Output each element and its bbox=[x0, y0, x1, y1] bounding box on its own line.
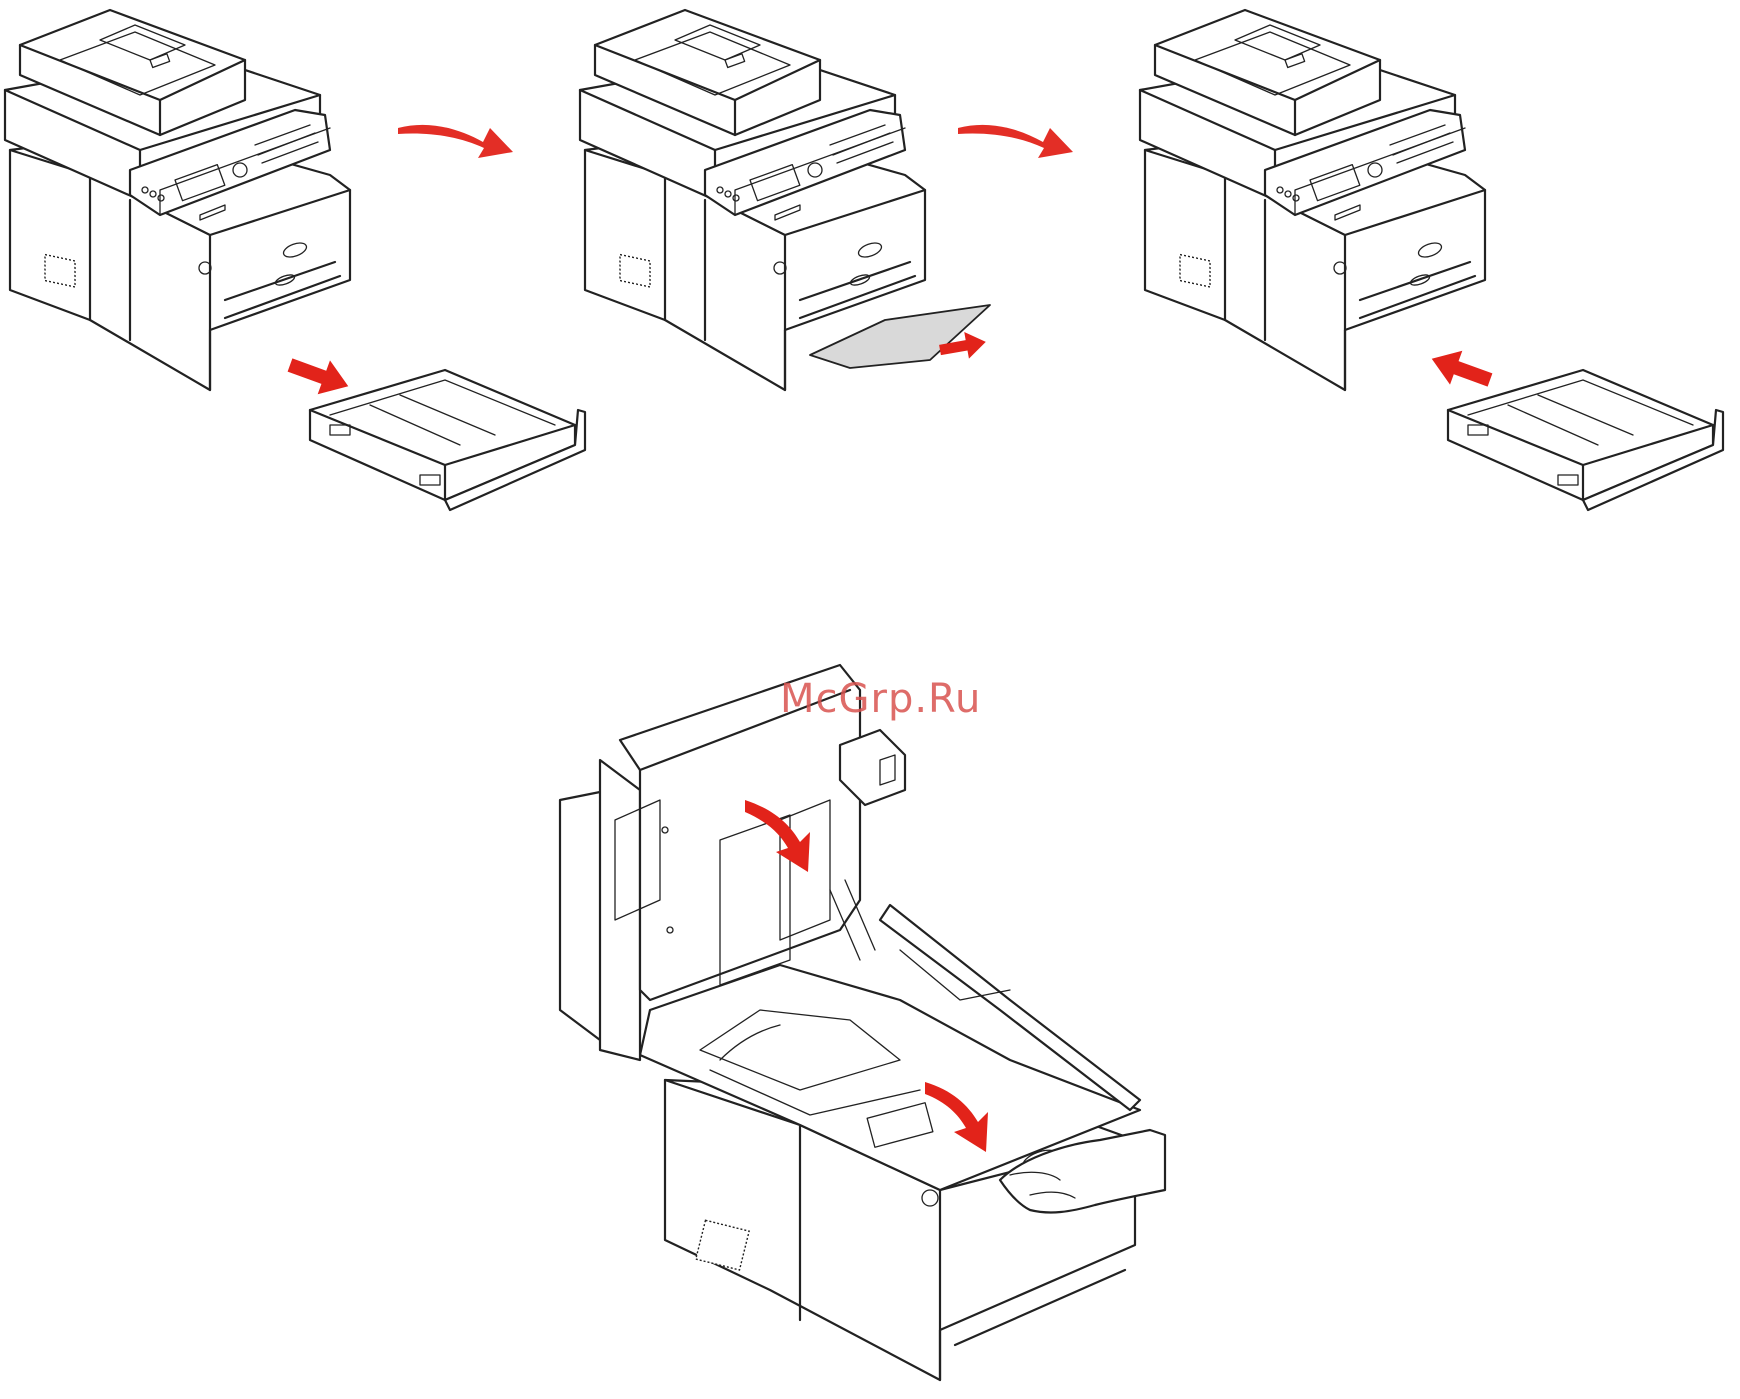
step-remove-jammed-paper bbox=[580, 10, 990, 390]
watermark: McGrp.Ru bbox=[780, 676, 981, 722]
step-insert-tray bbox=[1140, 10, 1723, 510]
arrow-step-2-to-3 bbox=[958, 125, 1073, 158]
jammed-paper bbox=[810, 305, 990, 368]
arrow-step-1-to-2 bbox=[398, 125, 513, 158]
step-remove-tray bbox=[5, 10, 585, 510]
step-close-top-cover bbox=[560, 665, 1165, 1380]
